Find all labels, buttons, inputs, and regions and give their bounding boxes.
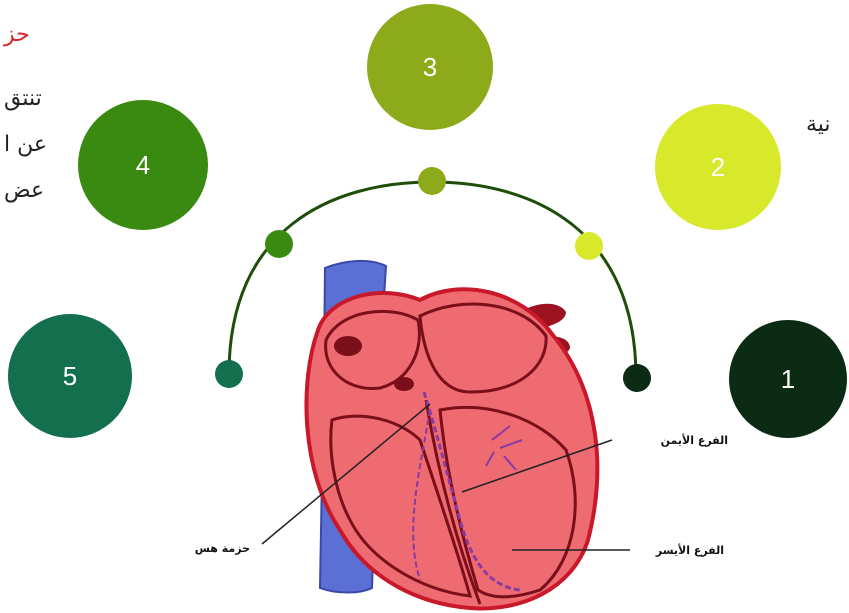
- arc-dot-3[interactable]: [418, 167, 446, 195]
- label-left-branch: الفرع الأيسر: [655, 543, 724, 557]
- sa-node-opening: [334, 336, 362, 356]
- arc-dot-4[interactable]: [265, 230, 293, 258]
- arc-dot-1[interactable]: [623, 364, 651, 392]
- valve-opening: [394, 377, 414, 391]
- arc-dot-2[interactable]: [575, 232, 603, 260]
- label-bundle-of-his: حزمة هس: [195, 542, 250, 555]
- arc-dot-5[interactable]: [215, 360, 243, 388]
- label-right-branch: الفرع الأيمن: [661, 433, 728, 447]
